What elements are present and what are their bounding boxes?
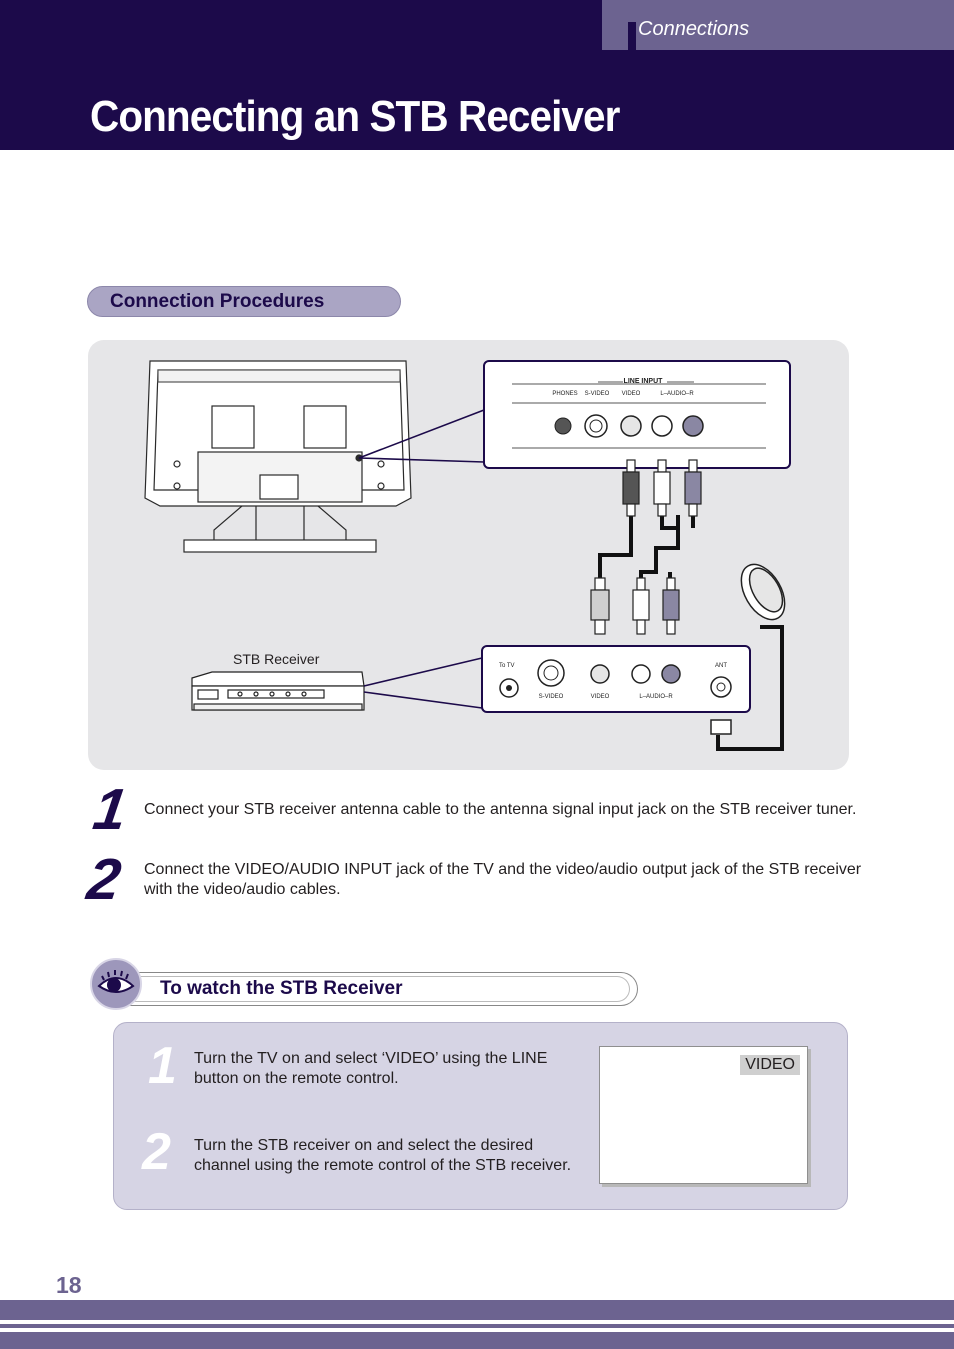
stb-to-tv-label: To TV [499, 663, 515, 669]
stb-receiver-label: STB Receiver [233, 651, 320, 667]
tv-phones-label: PHONES [552, 391, 577, 397]
watch-stb-heading: To watch the STB Receiver [90, 958, 642, 1010]
stb-side-plugs [590, 577, 680, 635]
section-label: Connections [638, 18, 750, 40]
tv-audio-label: L–AUDIO–R [660, 391, 694, 397]
section-tab-marker [628, 22, 636, 50]
stb-receiver-illustration [191, 671, 365, 711]
stb-svideo-label: S-VIDEO [539, 694, 564, 700]
connection-step-1-number: 1 [89, 777, 131, 842]
video-osd-label: VIDEO [740, 1055, 800, 1075]
connection-diagram-svg: LINE INPUT PHONES S-VIDEO VIDEO L–AUDIO–… [144, 360, 791, 751]
watch-stb-title: To watch the STB Receiver [160, 978, 403, 999]
tv-screen-preview: VIDEO [599, 1046, 808, 1184]
connection-step-2-number: 2 [83, 847, 125, 912]
av-cables [598, 515, 784, 751]
stb-jack-panel [481, 645, 751, 735]
watch-step-1-number: 1 [148, 1037, 177, 1095]
tv-video-label: VIDEO [622, 391, 641, 397]
connection-procedures-heading: Connection Procedures [87, 286, 401, 317]
footer-rule [0, 1324, 954, 1328]
tv-line-input-label: LINE INPUT [624, 378, 664, 385]
footer-bottom-band [0, 1332, 954, 1349]
stb-zoom-lines [363, 657, 483, 709]
page-number: 18 [56, 1272, 82, 1298]
eye-icon [90, 958, 142, 1010]
tv-svideo-label: S-VIDEO [585, 391, 610, 397]
watch-heading-inner-outline [130, 976, 630, 1002]
tv-zoom-lines [358, 409, 485, 463]
page-title: Connecting an STB Receiver [90, 92, 620, 141]
watch-step-2-text: Turn the STB receiver on and select the … [194, 1137, 572, 1174]
tv-rear-illustration [144, 360, 412, 553]
connection-step-2-text: Connect the VIDEO/AUDIO INPUT jack of th… [144, 861, 862, 898]
footer-band [0, 1300, 954, 1320]
stb-ant-label: ANT [715, 663, 727, 669]
satellite-dish-illustration [740, 563, 786, 621]
tv-jack-panel [483, 360, 791, 469]
tv-side-plugs [622, 459, 702, 517]
watch-step-2-number: 2 [142, 1123, 171, 1181]
stb-video-label: VIDEO [591, 694, 610, 700]
watch-heading-outline [130, 972, 638, 1006]
stb-audio-label: L–AUDIO–R [639, 694, 673, 700]
connection-diagram: LINE INPUT PHONES S-VIDEO VIDEO L–AUDIO–… [88, 340, 849, 770]
connection-procedures-label: Connection Procedures [110, 291, 325, 312]
connection-step-1-text: Connect your STB receiver antenna cable … [144, 801, 857, 818]
watch-step-1-text: Turn the TV on and select ‘VIDEO’ using … [194, 1050, 548, 1087]
section-tab: Connections [602, 0, 954, 50]
